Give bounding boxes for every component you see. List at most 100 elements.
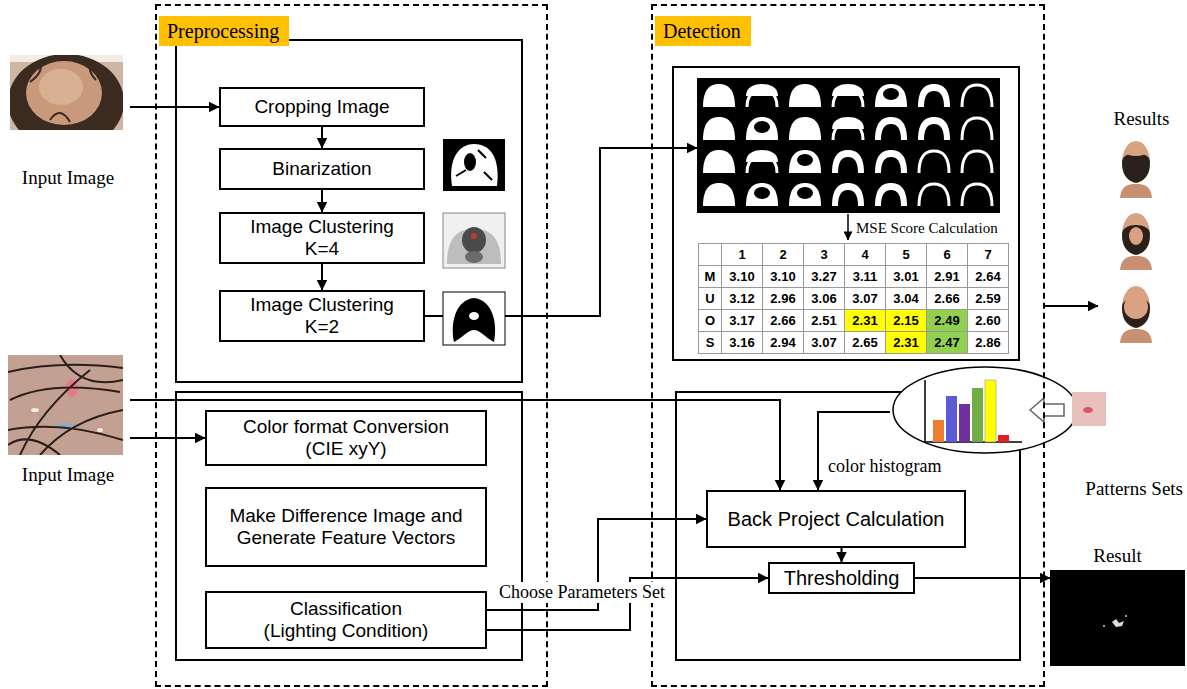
table-cell: 3.16 (722, 332, 762, 353)
table-cell: 2.59 (968, 288, 1008, 309)
table-cell: 2.64 (968, 266, 1008, 287)
process-box: Cropping Image (219, 87, 425, 127)
template-grid (703, 183, 735, 206)
box-text: Binarization (272, 158, 371, 180)
histogram-ellipse (925, 380, 1022, 442)
head-figure (1120, 141, 1152, 343)
edge-label: Choose Parameters Set (497, 582, 667, 603)
histogram-ellipse (998, 435, 1009, 442)
histogram-ellipse (893, 367, 1077, 453)
leader-arrow (848, 214, 849, 240)
clustering-thumbnail (469, 312, 479, 320)
table-cell: O (699, 310, 721, 331)
table-cell: 3.17 (722, 310, 762, 331)
table-cell: U (699, 288, 721, 309)
table-cell: 2.47 (927, 332, 967, 353)
hollow-arrow (1030, 398, 1064, 422)
scalp-photo (30, 60, 96, 122)
template-grid (789, 183, 821, 206)
table-cell: S (699, 332, 721, 353)
table-cell: 1 (722, 244, 762, 265)
table-cell: 2.51 (804, 310, 844, 331)
pattern-sample (1072, 392, 1106, 426)
template-grid (746, 150, 778, 173)
image-node: Input Image (6, 352, 130, 490)
table-cell: M (699, 266, 721, 287)
template-grid (875, 183, 907, 206)
binarization-thumbnail (443, 139, 505, 191)
histogram-ellipse (933, 420, 944, 442)
image-node: Result (1050, 545, 1185, 668)
scalp-photo (10, 55, 123, 130)
table-cell: 3.27 (804, 266, 844, 287)
annotation: MSE Score Calculation (856, 219, 998, 237)
clustering-thumbnail (443, 213, 505, 268)
process-box: Back Project Calculation (706, 490, 966, 548)
result-image (1112, 619, 1124, 627)
template-grid (962, 184, 992, 206)
template-grid (918, 84, 950, 107)
box-text: Image Clustering K=4 (237, 216, 407, 260)
template-grid (697, 78, 1000, 213)
scalp-photo (10, 55, 123, 130)
clustering-thumbnail (462, 227, 486, 253)
caption: Patterns Sets (1085, 478, 1183, 500)
table-cell: 3.01 (886, 266, 926, 287)
template-grid (919, 184, 949, 206)
table-cell: 2.66 (927, 288, 967, 309)
connector (321, 190, 323, 212)
histogram-ellipse (959, 404, 970, 442)
template-grid (962, 85, 992, 107)
head-figure (1120, 213, 1152, 270)
result-image (1050, 570, 1185, 666)
table-cell (699, 244, 721, 265)
template-grid (746, 84, 778, 107)
template-grid (962, 151, 992, 173)
scalp-photo (26, 61, 102, 125)
clustering-thumbnail (471, 233, 477, 239)
template-grid (918, 117, 950, 140)
caption: Result (1050, 545, 1185, 567)
head-figure (1124, 295, 1148, 319)
template-grid (919, 151, 949, 173)
result-image (1050, 570, 1185, 666)
process-box: Image Clustering K=2 (219, 290, 425, 342)
scalp-closeup-photo (8, 355, 123, 455)
template-grid (746, 183, 778, 206)
clustering-thumbnail (443, 213, 505, 268)
binarization-thumbnail (451, 144, 497, 186)
connector (487, 578, 768, 630)
table-cell: 3.07 (845, 288, 885, 309)
leader-arrow (847, 214, 849, 240)
connector (487, 519, 706, 610)
table-cell: 5 (886, 244, 926, 265)
process-box: Classification (Lighting Condition) (205, 591, 487, 649)
process-box: Color format Conversion (CIE xyY) (205, 410, 487, 466)
table-cell: 3.10 (722, 266, 762, 287)
table-cell: 2.49 (927, 310, 967, 331)
template-grid (789, 84, 821, 107)
inner-frame (176, 40, 1020, 660)
caption: Results (1098, 108, 1185, 130)
panel-title: Preprocessing (159, 16, 289, 46)
scalp-photo (39, 69, 83, 105)
inner-frame (176, 392, 522, 660)
binarization-thumbnail (464, 153, 476, 171)
table-cell: 3 (804, 244, 844, 265)
connector (1045, 305, 1098, 307)
histogram-ellipse (972, 388, 983, 442)
head-figure (1126, 150, 1146, 156)
process-box: Make Difference Image and Generate Featu… (205, 487, 487, 567)
process-box: Binarization (219, 148, 425, 190)
edge-label: color histogram (826, 456, 943, 477)
connector (321, 127, 323, 148)
template-grid (832, 117, 864, 140)
clustering-thumbnail (465, 251, 483, 263)
template-grid (703, 117, 735, 140)
histogram-ellipse (946, 396, 957, 442)
table-cell: 3.06 (804, 288, 844, 309)
template-grid (703, 84, 735, 107)
head-figure (1120, 286, 1152, 343)
connector (321, 264, 323, 290)
box-text: Make Difference Image and Generate Featu… (215, 505, 477, 549)
